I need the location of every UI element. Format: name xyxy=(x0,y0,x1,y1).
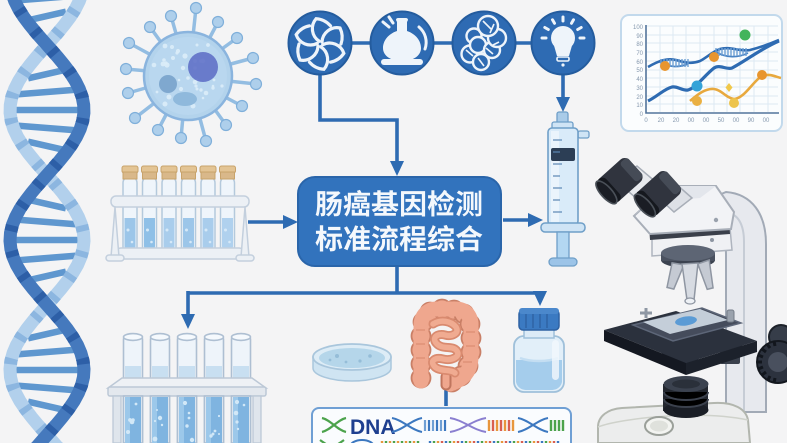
svg-text:0: 0 xyxy=(640,112,644,118)
svg-text:40: 40 xyxy=(636,77,643,83)
svg-text:20: 20 xyxy=(658,118,665,124)
svg-text:DNA: DNA xyxy=(350,416,396,439)
svg-text:100: 100 xyxy=(633,25,644,31)
svg-text:00: 00 xyxy=(688,118,695,124)
svg-text:0: 0 xyxy=(644,118,648,124)
svg-text:20: 20 xyxy=(673,118,680,124)
svg-text:00: 00 xyxy=(703,118,710,124)
svg-text:90: 90 xyxy=(636,34,643,40)
svg-text:30: 30 xyxy=(636,86,643,92)
svg-text:80: 80 xyxy=(636,42,643,48)
svg-text:00: 00 xyxy=(763,118,770,124)
svg-text:70: 70 xyxy=(636,51,643,57)
svg-text:00: 00 xyxy=(733,118,740,124)
svg-text:90: 90 xyxy=(748,118,755,124)
svg-text:10: 10 xyxy=(636,103,643,109)
svg-text:50: 50 xyxy=(718,118,725,124)
svg-text:60: 60 xyxy=(636,60,643,66)
svg-text:20: 20 xyxy=(636,95,643,101)
svg-text:50: 50 xyxy=(636,68,643,74)
